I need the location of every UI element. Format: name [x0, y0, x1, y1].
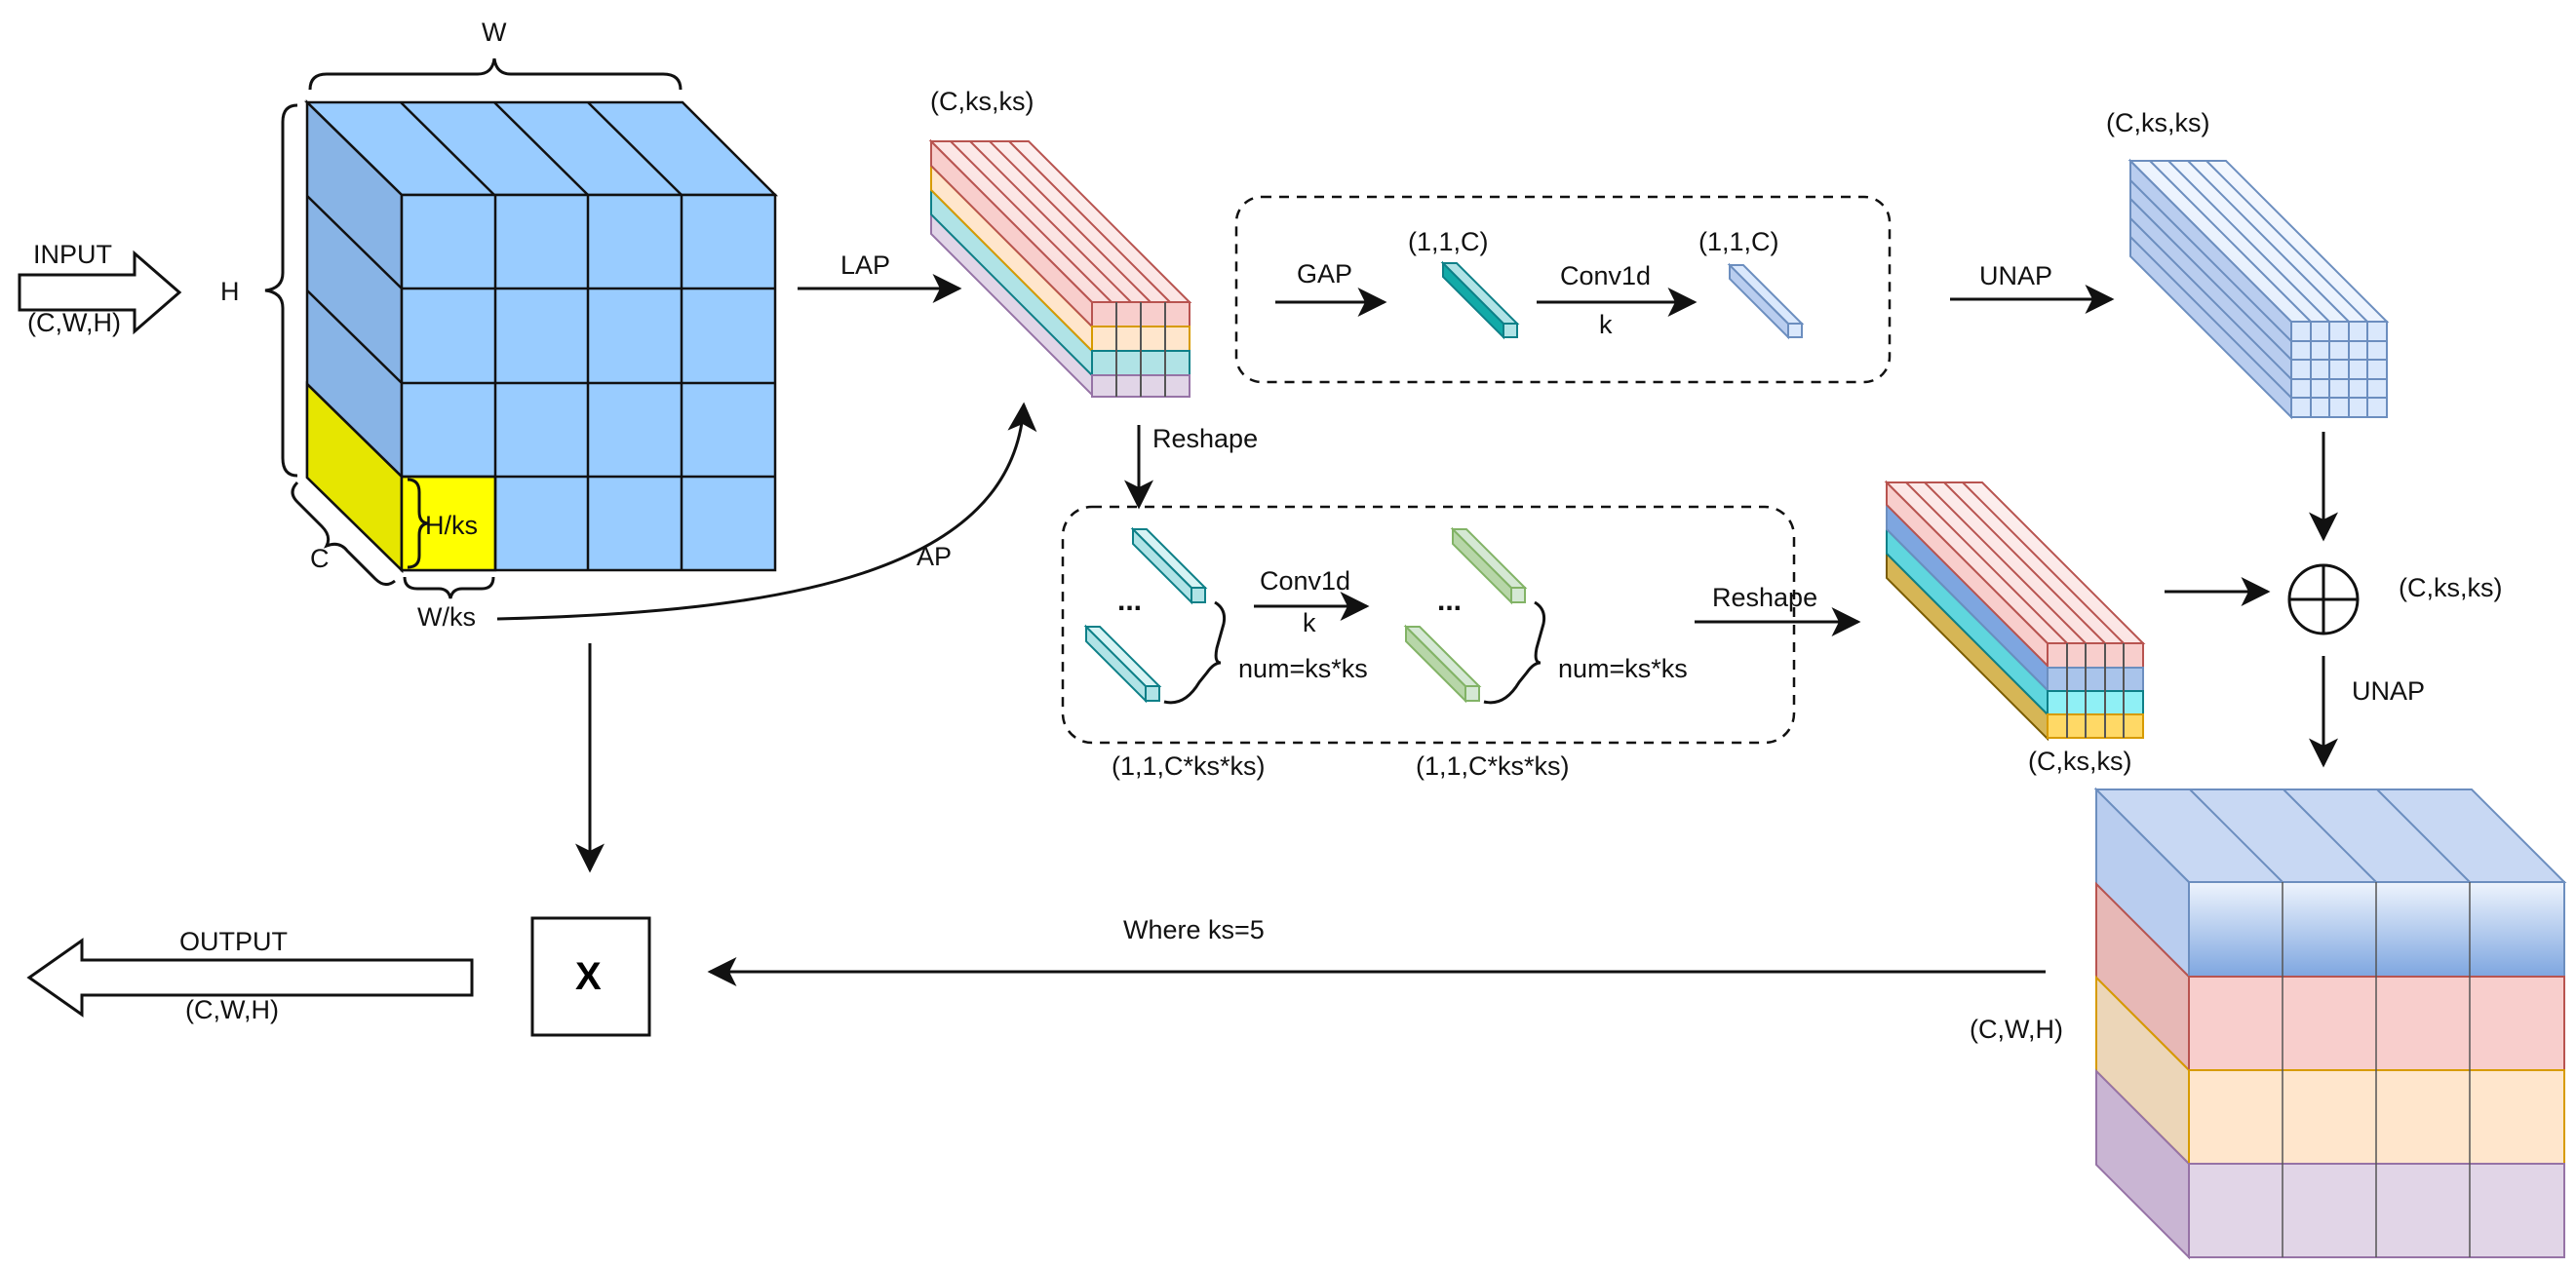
out-shape-label: (C,W,H): [1970, 1015, 2063, 1044]
h-ks-label: H/ks: [425, 511, 478, 540]
h-label: H: [220, 277, 240, 306]
input-arrow-icon: [18, 250, 182, 335]
unap-top-shape-label: (C,ks,ks): [2106, 108, 2209, 137]
output-arrow-icon: [26, 938, 474, 1018]
ap-arrow-icon: [496, 402, 1037, 621]
output-block: OUTPUT (C,W,H): [26, 927, 474, 1024]
input-feature-cube: [303, 99, 779, 573]
cube-dimension-braces: [264, 58, 683, 599]
multiply-box: [530, 916, 651, 1037]
shape-left-label: (1,1,C*ks*ks): [1112, 751, 1266, 781]
reshape-shape-label: (C,ks,ks): [2028, 747, 2131, 776]
green-vector-top-icon: [1450, 526, 1528, 605]
spatial-branch-box: [1061, 505, 1796, 745]
w-ks-brace-icon: [403, 576, 495, 599]
output-shape-label: (C,W,H): [185, 995, 279, 1024]
reshape-down-label: Reshape: [1152, 424, 1258, 453]
conv-mid-k-label: k: [1303, 608, 1316, 637]
output-label: OUTPUT: [179, 927, 288, 956]
num-left-label: num=ks*ks: [1238, 654, 1368, 683]
gap-vector-icon: [1440, 260, 1520, 340]
reshape-right-label: Reshape: [1712, 583, 1817, 612]
gap-shape-label: (1,1,C): [1408, 227, 1489, 256]
c-brace-icon: [291, 481, 396, 586]
cyan-vector-bottom-icon: [1083, 624, 1162, 704]
cyan-vector-top-icon: [1130, 526, 1208, 605]
w-brace-icon: [308, 58, 683, 91]
c-label: C: [310, 544, 330, 573]
conv-mid-label: Conv1d: [1260, 566, 1350, 596]
channel-branch-box: [1234, 195, 1892, 384]
unap-bottom-label: UNAP: [2352, 676, 2425, 706]
w-label: W: [482, 18, 507, 47]
sum-icon: [2287, 563, 2360, 635]
h-ks-brace-icon: [407, 478, 430, 569]
sum-shape-label: (C,ks,ks): [2399, 573, 2502, 602]
h-brace-icon: [264, 103, 298, 478]
w-ks-label: W/ks: [417, 602, 476, 632]
lap-tensor: [928, 138, 1192, 398]
gap-label: GAP: [1297, 259, 1352, 288]
num-right-label: num=ks*ks: [1558, 654, 1688, 683]
dots-left: ...: [1117, 585, 1142, 617]
input-shape-label: (C,W,H): [27, 308, 121, 337]
unap-top-tensor: [2127, 158, 2390, 420]
input-label: INPUT: [33, 240, 112, 269]
green-vector-bottom-icon: [1403, 624, 1482, 704]
conv-top-shape-label: (1,1,C): [1698, 227, 1779, 256]
num-right-brace-icon: [1483, 600, 1546, 705]
reshape-tensor: [1884, 480, 2146, 742]
conv-top-k-label: k: [1599, 310, 1613, 339]
unap-top-label: UNAP: [1979, 261, 2052, 290]
input-block: INPUT (C,W,H): [18, 240, 182, 337]
lap-shape-label: (C,ks,ks): [930, 87, 1034, 116]
multiply-label: X: [575, 955, 602, 998]
attention-map-cube: [2093, 787, 2567, 1260]
shape-right-label: (1,1,C*ks*ks): [1416, 751, 1570, 781]
dots-right: ...: [1437, 585, 1462, 617]
ap-label: AP: [917, 542, 952, 571]
num-left-brace-icon: [1163, 600, 1227, 705]
conv-top-vector-icon: [1727, 262, 1805, 340]
lap-label: LAP: [840, 250, 890, 280]
conv-top-label: Conv1d: [1560, 261, 1651, 290]
where-label: Where ks=5: [1123, 915, 1265, 944]
